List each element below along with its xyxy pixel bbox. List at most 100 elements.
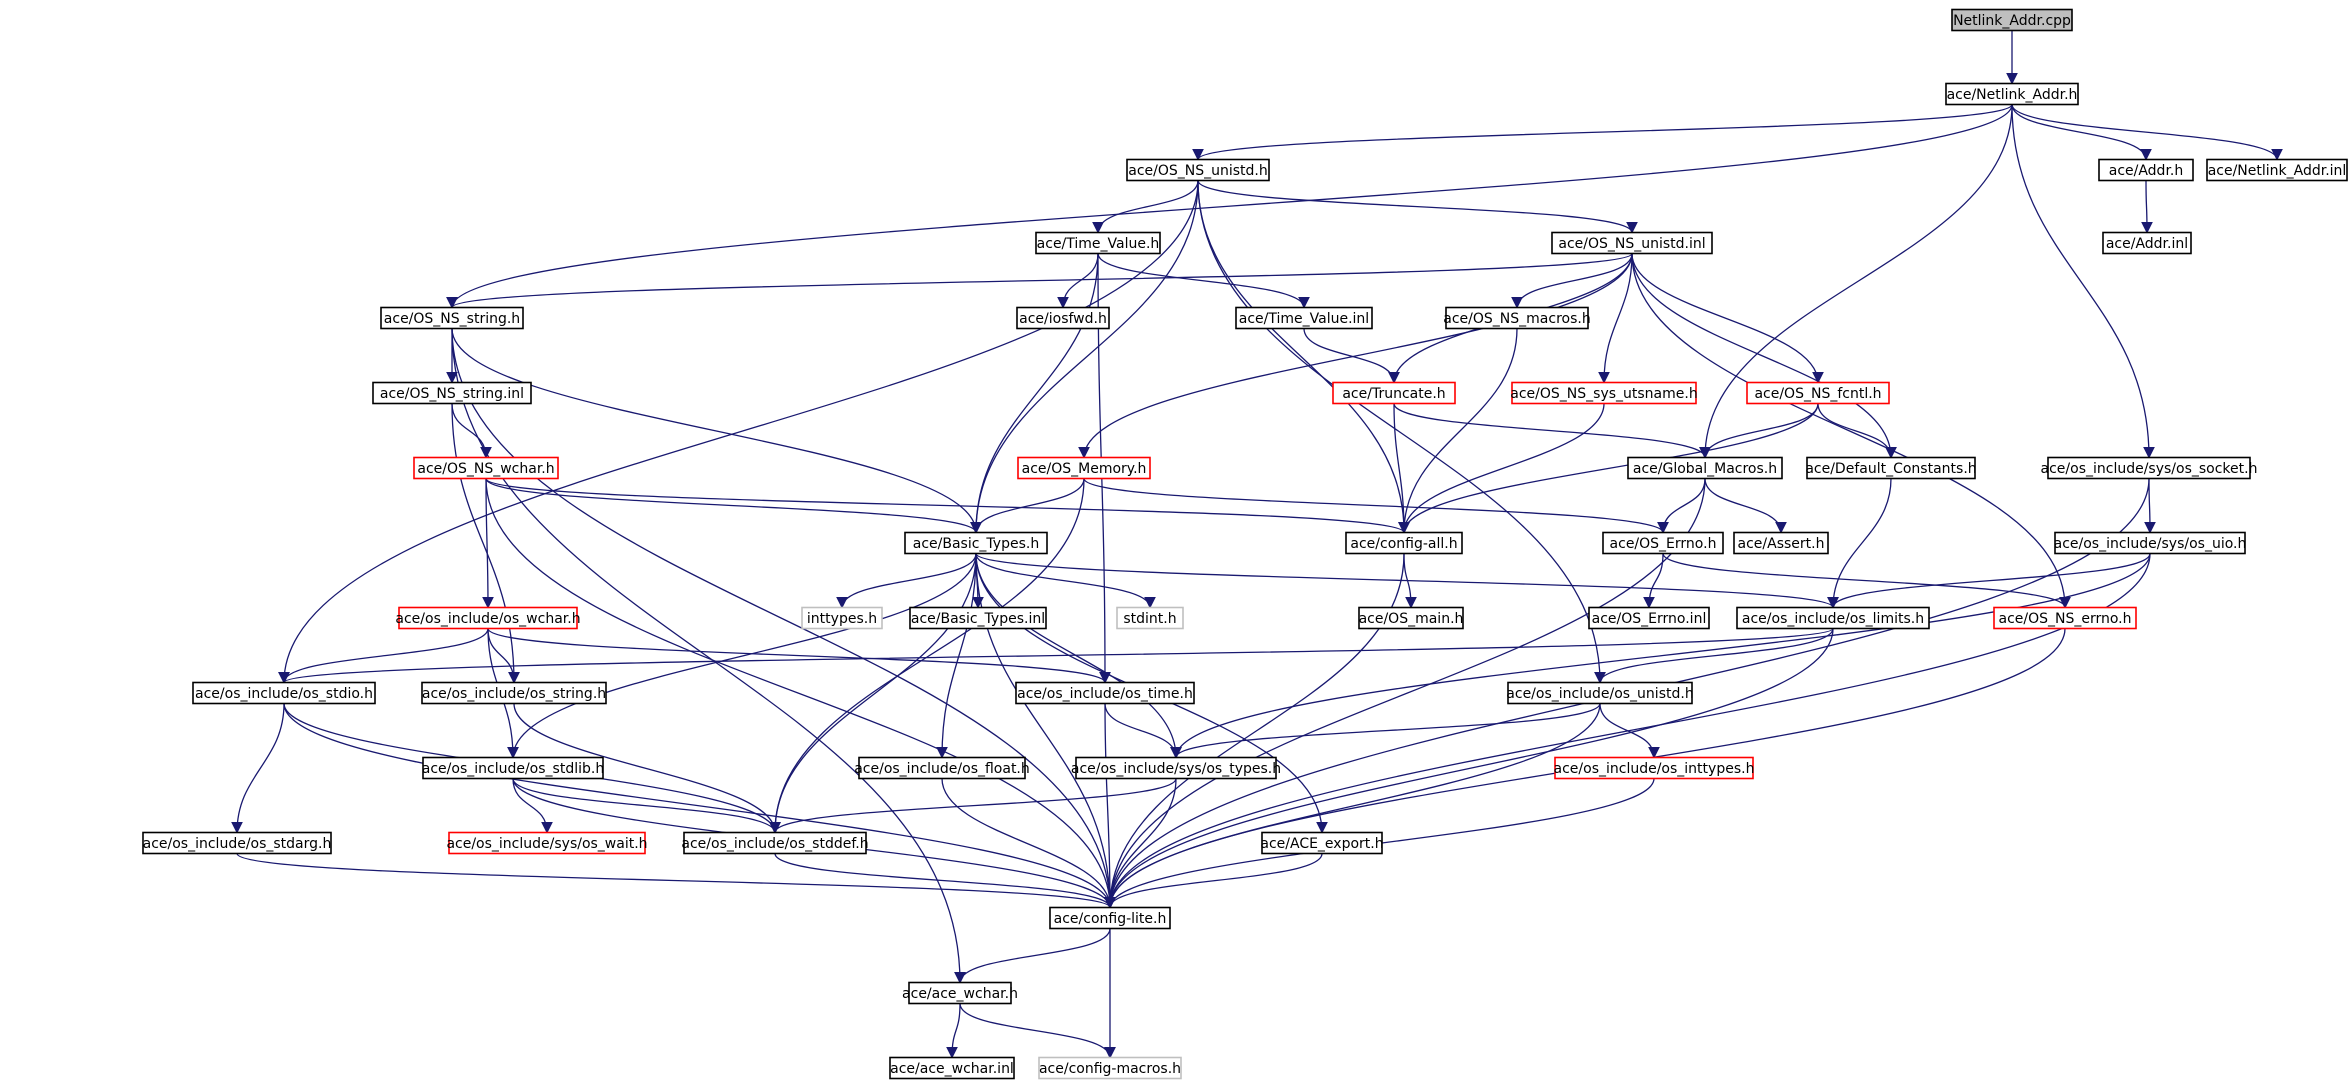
edge-os_ns_unistd_inl-to-os_ns_sys_utsname_h <box>1598 253 1633 384</box>
node-netlink-addr-h[interactable]: ace/Netlink_Addr.h <box>1945 82 2079 106</box>
node-default-constants-h[interactable]: ace/Default_Constants.h <box>1805 456 1977 480</box>
node-time-value-inl[interactable]: ace/Time_Value.inl <box>1235 306 1373 330</box>
edge-netlink_addr_h-to-netlink_addr_inl <box>2011 104 2283 161</box>
node-label: ace/os_include/os_wchar.h <box>395 611 580 627</box>
node-os-ns-wchar-h[interactable]: ace/OS_NS_wchar.h <box>413 456 559 480</box>
node-stdint-h[interactable]: stdint.h <box>1116 606 1184 630</box>
edge-basic_types_h-to-os_stddef_h <box>769 553 977 834</box>
node-label: ace/OS_main.h <box>1359 611 1464 627</box>
edge-os_types_h-to-config_lite_h <box>1104 778 1177 909</box>
node-label: ace/os_include/os_stdio.h <box>195 686 373 702</box>
node-label: ace/ace_wchar.inl <box>890 1061 1014 1077</box>
node-ace-export-h[interactable]: ace/ACE_export.h <box>1260 831 1384 855</box>
node-config-all-h[interactable]: ace/config-all.h <box>1345 531 1463 555</box>
node-os-ns-string-h[interactable]: ace/OS_NS_string.h <box>380 306 524 330</box>
edge-os_errno_h-to-os_ns_errno_h <box>1662 553 2071 609</box>
node-netlink-addr-inl[interactable]: ace/Netlink_Addr.inl <box>2206 158 2348 182</box>
node-os-stdio-h[interactable]: ace/os_include/os_stdio.h <box>192 681 376 705</box>
edge-os_ns_unistd_h-to-basic_types_h <box>970 180 1199 534</box>
node-os-ns-errno-h[interactable]: ace/OS_NS_errno.h <box>1993 606 2137 630</box>
node-os-errno-inl[interactable]: ace/OS_Errno.inl <box>1588 606 1710 630</box>
node-box <box>1945 82 2079 106</box>
node-inttypes-h[interactable]: inttypes.h <box>801 606 883 630</box>
node-label: ace/os_include/os_inttypes.h <box>1554 761 1755 777</box>
node-label: ace/OS_NS_macros.h <box>1443 311 1590 327</box>
node-label: ace/OS_NS_wchar.h <box>417 461 554 477</box>
edge-os_stdio_h-to-config_lite_h <box>283 703 1116 909</box>
node-os-ns-fcntl-h[interactable]: ace/OS_NS_fcntl.h <box>1746 381 1890 405</box>
edge-os_float_h-to-config_lite_h <box>941 778 1116 909</box>
edge-os_string_h-to-os_stddef_h <box>513 703 781 834</box>
node-os-errno-h[interactable]: ace/OS_Errno.h <box>1602 531 1724 555</box>
node-label: stdint.h <box>1123 611 1176 627</box>
node-box <box>142 831 332 855</box>
node-label: ace/OS_Errno.h <box>1610 536 1717 552</box>
node-os-ns-unistd-h[interactable]: ace/OS_NS_unistd.h <box>1126 158 1270 182</box>
node-iosfwd-h[interactable]: ace/iosfwd.h <box>1016 306 1110 330</box>
node-ace-wchar-inl[interactable]: ace/ace_wchar.inl <box>889 1056 1015 1080</box>
node-box <box>1746 381 1890 405</box>
node-box <box>1507 681 1693 705</box>
node-os-uio-h[interactable]: ace/os_include/sys/os_uio.h <box>2054 531 2247 555</box>
node-box <box>2054 531 2246 555</box>
edge-os_include_os_wchar_h-to-os_time_h <box>487 627 1111 684</box>
node-basic-types-h[interactable]: ace/Basic_Types.h <box>904 531 1048 555</box>
edge-os_ns_unistd_inl-to-os_ns_fcntl_h <box>1631 253 1824 384</box>
node-config-macros-h[interactable]: ace/config-macros.h <box>1038 1056 1182 1080</box>
node-addr-inl[interactable]: ace/Addr.inl <box>2102 231 2192 255</box>
node-truncate-h[interactable]: ace/Truncate.h <box>1332 381 1456 405</box>
node-os-stdarg-h[interactable]: ace/os_include/os_stdarg.h <box>142 831 332 855</box>
node-os-inttypes-h[interactable]: ace/os_include/os_inttypes.h <box>1554 756 1755 780</box>
node-assert-h[interactable]: ace/Assert.h <box>1733 531 1829 555</box>
node-os-float-h[interactable]: ace/os_include/os_float.h <box>854 756 1030 780</box>
node-os-types-h[interactable]: ace/os_include/sys/os_types.h <box>1071 756 1281 780</box>
node-box <box>2206 158 2348 182</box>
node-os-memory-h[interactable]: ace/OS_Memory.h <box>1017 456 1151 480</box>
node-label: ace/ACE_export.h <box>1260 836 1383 852</box>
node-os-stdlib-h[interactable]: ace/os_include/os_stdlib.h <box>422 756 604 780</box>
node-global-macros-h[interactable]: ace/Global_Macros.h <box>1627 456 1783 480</box>
edge-os_ns_string_h-to-basic_types_h <box>451 328 982 534</box>
node-os-string-h[interactable]: ace/os_include/os_string.h <box>421 681 607 705</box>
node-os-main-h[interactable]: ace/OS_main.h <box>1358 606 1464 630</box>
edge-os_include_os_wchar_h-to-os_string_h <box>487 628 520 684</box>
edge-layer <box>231 30 2283 1059</box>
node-os-ns-unistd-inl[interactable]: ace/OS_NS_unistd.inl <box>1551 231 1713 255</box>
edge-os_ns_unistd_h-to-os_unistd_h <box>1197 180 1606 684</box>
node-label: ace/Assert.h <box>1738 536 1825 552</box>
edge-truncate_h-to-global_macros_h <box>1393 403 1711 459</box>
node-os-stddef-h[interactable]: ace/os_include/os_stddef.h <box>681 831 869 855</box>
node-os-limits-h[interactable]: ace/os_include/os_limits.h <box>1736 606 1930 630</box>
edge-os_ns_unistd_h-to-config_all_h <box>1197 180 1410 534</box>
node-os-socket-h[interactable]: ace/os_include/sys/os_socket.h <box>2041 456 2258 480</box>
node-os-time-h[interactable]: ace/os_include/os_time.h <box>1015 681 1195 705</box>
node-config-lite-h[interactable]: ace/config-lite.h <box>1049 906 1171 930</box>
node-netlink-addr-cpp[interactable]: Netlink_Addr.cpp <box>1951 8 2073 32</box>
node-box <box>1733 531 1829 555</box>
node-os-include-os-wchar-h[interactable]: ace/os_include/os_wchar.h <box>395 606 581 630</box>
node-ace-wchar-h[interactable]: ace/ace_wchar.h <box>902 981 1018 1005</box>
node-label: inttypes.h <box>807 611 877 627</box>
node-label: ace/os_include/os_string.h <box>422 686 606 702</box>
node-label: ace/Netlink_Addr.h <box>1947 87 2078 103</box>
node-box <box>372 381 532 405</box>
node-basic-types-inl[interactable]: ace/Basic_Types.inl <box>909 606 1047 630</box>
edge-os_stdio_h-to-os_stdarg_h <box>231 703 285 834</box>
edge-time_value_h-to-basic_types_h <box>970 253 1099 534</box>
node-box <box>1116 606 1184 630</box>
node-addr-h[interactable]: ace/Addr.h <box>2098 158 2194 182</box>
node-os-ns-macros-h[interactable]: ace/OS_NS_macros.h <box>1443 306 1591 330</box>
edge-os_limits_h-to-os_stdio_h <box>278 627 1834 684</box>
node-os-wait-h[interactable]: ace/os_include/sys/os_wait.h <box>446 831 648 855</box>
node-box <box>1038 1056 1182 1080</box>
edge-os_time_h-to-os_types_h <box>1104 703 1182 759</box>
node-os-ns-string-inl[interactable]: ace/OS_NS_string.inl <box>372 381 532 405</box>
node-box <box>1806 456 1976 480</box>
node-os-unistd-h[interactable]: ace/os_include/os_unistd.h <box>1506 681 1694 705</box>
edge-os_memory_h-to-basic_types_h <box>970 478 1085 534</box>
node-os-ns-sys-utsname-h[interactable]: ace/OS_NS_sys_utsname.h <box>1510 381 1698 405</box>
node-time-value-h[interactable]: ace/Time_Value.h <box>1035 231 1161 255</box>
node-box <box>422 756 604 780</box>
node-label: ace/Basic_Types.inl <box>911 611 1045 627</box>
